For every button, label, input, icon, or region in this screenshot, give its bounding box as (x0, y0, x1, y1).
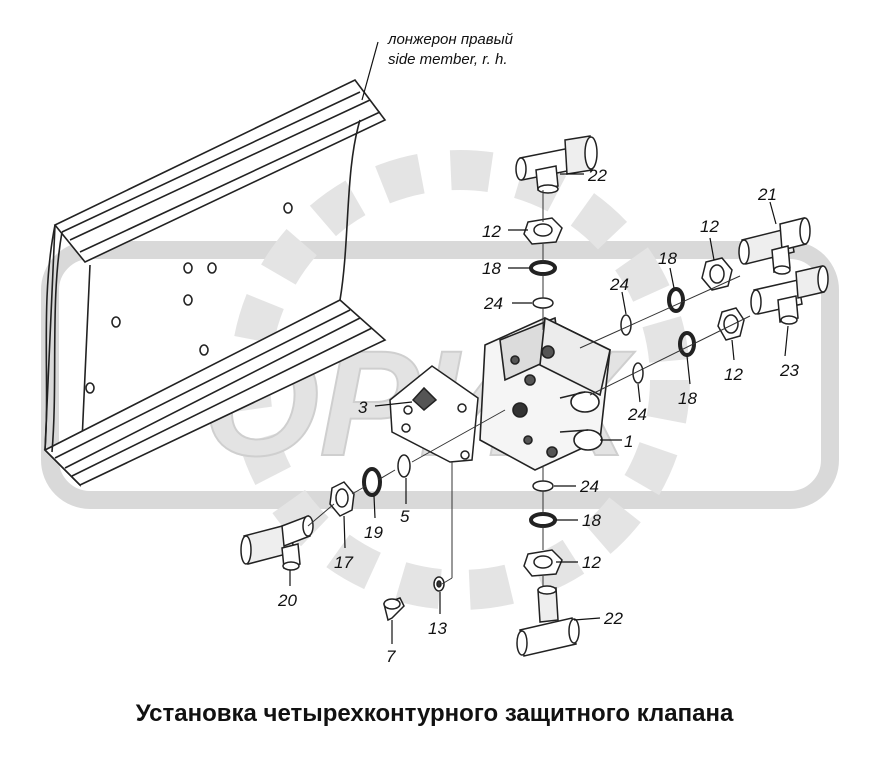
washer-part-19 (362, 467, 382, 497)
bolt-part-7 (383, 597, 405, 622)
label-3: 3 (358, 398, 368, 417)
nut-part-12-top (523, 217, 563, 245)
label-24-right-top: 24 (609, 275, 629, 294)
annotation-line1: лонжерон правый (387, 31, 514, 48)
label-12-bottom: 12 (582, 553, 601, 572)
nut-part-12-bottom (523, 549, 563, 577)
label-12-top: 12 (482, 222, 501, 241)
label-24-right: 24 (627, 405, 647, 424)
label-21: 21 (757, 185, 777, 204)
label-18-top: 18 (482, 259, 501, 278)
assembly-axis-lines (307, 190, 751, 586)
tee-fitting-part-20 (240, 514, 314, 571)
nut-part-12-right-top (701, 257, 733, 291)
figure-caption: Установка четырехконтурного защитного кл… (135, 700, 734, 727)
nut-part-17 (329, 481, 355, 517)
lock-washer-part-13 (433, 576, 445, 592)
washer-part-24-top (532, 297, 554, 309)
washer-part-18-bottom (529, 512, 557, 528)
label-24-top: 24 (483, 294, 503, 313)
tee-fitting-part-23 (750, 265, 829, 325)
label-18-right-top: 18 (658, 249, 677, 268)
annotation-line2: side member, r. h. (388, 51, 508, 68)
label-1: 1 (624, 432, 633, 451)
label-18-right: 18 (678, 389, 697, 408)
protection-valve-part-1 (479, 316, 611, 471)
annotation-leader (361, 41, 379, 101)
washer-part-24-right (632, 362, 644, 384)
washer-part-18-top (529, 260, 557, 276)
label-13: 13 (428, 619, 447, 638)
tee-fitting-part-22-top (515, 135, 598, 194)
label-12-right: 12 (724, 365, 743, 384)
nut-part-12-right (717, 307, 745, 341)
tee-fitting-part-22-bottom (516, 585, 580, 657)
label-12-right-top: 12 (700, 217, 719, 236)
tee-fitting-part-21 (738, 217, 811, 275)
label-22-bottom: 22 (603, 609, 623, 628)
washer-part-18-right-top (667, 287, 685, 313)
label-19: 19 (364, 523, 383, 542)
side-member-rail (43, 78, 387, 487)
label-22-top: 22 (587, 166, 607, 185)
label-20: 20 (277, 591, 297, 610)
bracket-part-3 (389, 365, 479, 463)
part-number-labels: 22 12 18 24 24 18 12 21 23 12 18 24 1 3 … (277, 166, 799, 666)
washer-part-5 (397, 454, 411, 478)
label-23: 23 (779, 361, 799, 380)
label-17: 17 (334, 553, 353, 572)
label-24-bottom: 24 (579, 477, 599, 496)
label-5: 5 (400, 507, 410, 526)
label-leader-lines (289, 173, 789, 644)
label-7: 7 (386, 647, 396, 666)
label-18-bottom: 18 (582, 511, 601, 530)
